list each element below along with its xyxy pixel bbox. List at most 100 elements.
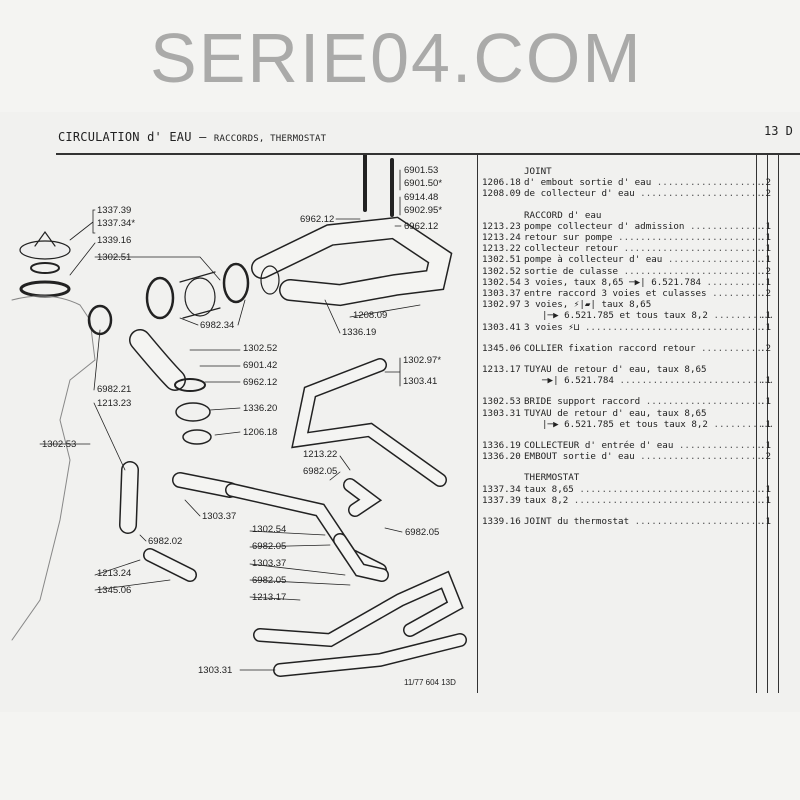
callout-label: 1302.54	[252, 524, 287, 535]
callout-label: 6982.05	[303, 466, 338, 477]
part-qty: .1	[760, 418, 772, 430]
callout-label: 6962.12	[243, 377, 278, 388]
thermostat-icon	[19, 230, 71, 298]
callout-label: 1302.97*	[403, 355, 442, 366]
part-description: BRIDE support raccord	[524, 396, 760, 407]
callout-label: 1337.39	[97, 205, 132, 216]
part-description: entre raccord 3 voies et culasses	[524, 288, 760, 299]
part-qty: .1	[760, 516, 772, 528]
callout-label: 1303.37	[202, 511, 237, 522]
part-description: d' embout sortie d' eau	[524, 177, 760, 188]
callout-label: 1213.24	[97, 568, 132, 579]
part-description: pompe à collecteur d' eau	[524, 254, 760, 265]
parts-row: 1303.413 voies ⚡⊔.1	[482, 322, 772, 333]
callout-label: 6982.34	[200, 320, 235, 331]
part-qty: .1	[760, 254, 772, 266]
part-ref: 1303.31	[482, 407, 521, 419]
column-divider	[477, 153, 478, 693]
part-qty: .2	[760, 342, 772, 354]
callout-label: 1302.52	[243, 343, 278, 354]
part-ref: 1302.53	[482, 396, 521, 408]
callout-label: 6982.05	[252, 541, 287, 552]
part-ref: 1213.23	[482, 220, 521, 232]
part-description: 3 voies, taux 8,65 ─▶| 6.521.784	[524, 277, 760, 288]
part-description: COLLIER fixation raccord retour	[524, 343, 760, 354]
callout-label: 1213.17	[252, 592, 287, 603]
callout-label: 1206.18	[243, 427, 278, 438]
callout-label: 1345.06	[97, 585, 132, 596]
group-heading: RACCORD d' eau	[524, 209, 602, 221]
part-description-cont: |─▶ 6.521.785 et tous taux 8,2	[482, 419, 772, 430]
group-heading: THERMOSTAT	[524, 472, 580, 484]
part-ref: 1206.18	[482, 177, 521, 189]
callout-label: 6902.95*	[404, 205, 443, 216]
column-divider	[778, 153, 779, 693]
callout-label: 1208.09	[353, 310, 388, 321]
part-ref: 1302.54	[482, 276, 521, 288]
part-qty: .2	[760, 188, 772, 200]
part-ref: 1303.37	[482, 288, 521, 300]
part-description: de collecteur d' eau	[524, 188, 760, 199]
part-ref: 1303.41	[482, 321, 521, 333]
part-qty: .2	[760, 177, 772, 189]
callout-label: 6962.12	[404, 221, 439, 232]
part-description: pompe collecteur d' admission	[524, 221, 760, 232]
part-qty: .1	[760, 483, 772, 495]
part-qty: .1	[760, 276, 772, 288]
group-heading: JOINT	[524, 166, 552, 177]
callout-label: 6901.42	[243, 360, 278, 371]
return-pipe-icon	[225, 358, 467, 677]
part-description-cont: ─▶| 6.521.784	[482, 375, 772, 386]
part-ref: 1336.19	[482, 440, 521, 452]
callout-label: 1336.20	[243, 403, 278, 414]
callout-label: 1213.23	[97, 398, 132, 409]
part-qty: .1	[760, 494, 772, 506]
header-rule	[56, 153, 800, 155]
watermark: SERIE04.COM	[150, 19, 643, 97]
exploded-diagram	[0, 148, 478, 695]
part-ref: 1213.17	[482, 364, 521, 376]
part-qty: .2	[760, 288, 772, 300]
part-ref: 1339.16	[482, 516, 521, 528]
part-ref: 1213.24	[482, 232, 521, 244]
part-ref: 1336.20	[482, 451, 521, 463]
title-main: CIRCULATION d' EAU –	[58, 130, 214, 144]
callout-label: 6901.53	[404, 165, 439, 176]
part-ref: 1213.22	[482, 243, 521, 255]
part-ref: 1337.39	[482, 494, 521, 506]
part-ref: 1208.09	[482, 188, 521, 200]
part-qty: .1	[760, 220, 772, 232]
callout-label: 6901.50*	[404, 178, 443, 189]
part-qty: .1	[760, 243, 772, 255]
part-description: COLLECTEUR d' entrée d' eau	[524, 440, 760, 451]
callout-label: 1339.16	[97, 235, 132, 246]
callout-label: 1302.53	[42, 439, 77, 450]
part-description: sortie de culasse	[524, 266, 760, 277]
part-qty: .1	[760, 321, 772, 333]
drawing-code: 11/77 604 13D	[404, 678, 456, 687]
part-qty: .2	[760, 265, 772, 277]
callout-label: 6982.02	[148, 536, 183, 547]
callout-label: 1302.51	[97, 252, 132, 263]
callout-label: 6982.05	[252, 575, 287, 586]
callout-label: 1303.41	[403, 376, 438, 387]
callout-label: 1337.34*	[97, 218, 136, 229]
part-description: retour sur pompe	[524, 232, 760, 243]
part-description: 3 voies, ⚡|▰| taux 8,65	[524, 299, 652, 311]
